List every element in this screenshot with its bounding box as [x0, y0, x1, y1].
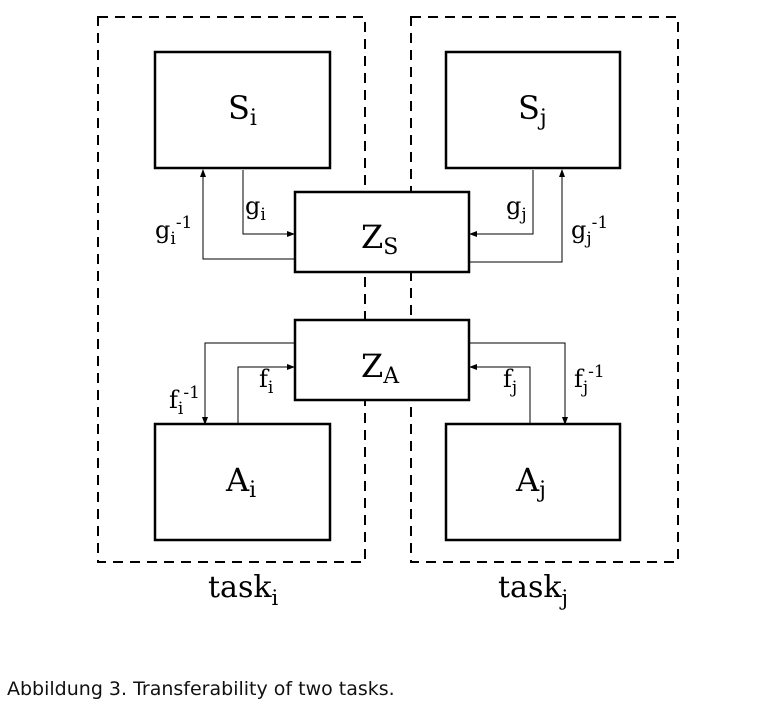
arrow-f-i [237, 364, 295, 424]
connectors [200, 169, 568, 425]
label-s-i: Si [228, 89, 257, 131]
label-a-j: Aj [515, 461, 546, 503]
label-g-j-inverse: gj-1 [571, 213, 608, 249]
arrow-g-j-inverse [470, 169, 565, 263]
figure-caption: Abbildung 3. Transferability of two task… [7, 678, 395, 700]
task-i-container [97, 16, 366, 563]
label-f-i-inverse: fi-1 [169, 383, 200, 419]
box-a-i [153, 422, 332, 542]
label-z-a: ZA [361, 347, 400, 389]
label-g-i: gi [245, 192, 266, 225]
arrow-g-j [469, 170, 534, 237]
arrow-f-j-inverse [470, 342, 568, 425]
arrow-g-i [242, 170, 295, 237]
arrow-f-j [469, 364, 531, 424]
arrow-f-i-inverse [202, 342, 294, 425]
box-z-a [293, 318, 471, 402]
label-f-j: fj [503, 365, 517, 398]
box-s-j [444, 50, 622, 170]
box-z-s [293, 190, 471, 274]
label-g-i-inverse: gi-1 [155, 213, 192, 249]
label-f-j-inverse: fj-1 [574, 362, 605, 398]
label-g-j: gj [506, 192, 527, 225]
label-a-i: Ai [225, 461, 256, 503]
box-a-j [444, 422, 622, 542]
label-z-s: ZS [361, 218, 398, 260]
label-f-i: fi [259, 365, 274, 398]
label-s-j: Sj [518, 89, 547, 131]
box-s-i [153, 50, 332, 170]
task-j-container [410, 16, 679, 563]
label-task-i: taski [208, 570, 279, 610]
arrow-g-i-inverse [200, 169, 294, 260]
label-task-j: taskj [498, 570, 568, 610]
